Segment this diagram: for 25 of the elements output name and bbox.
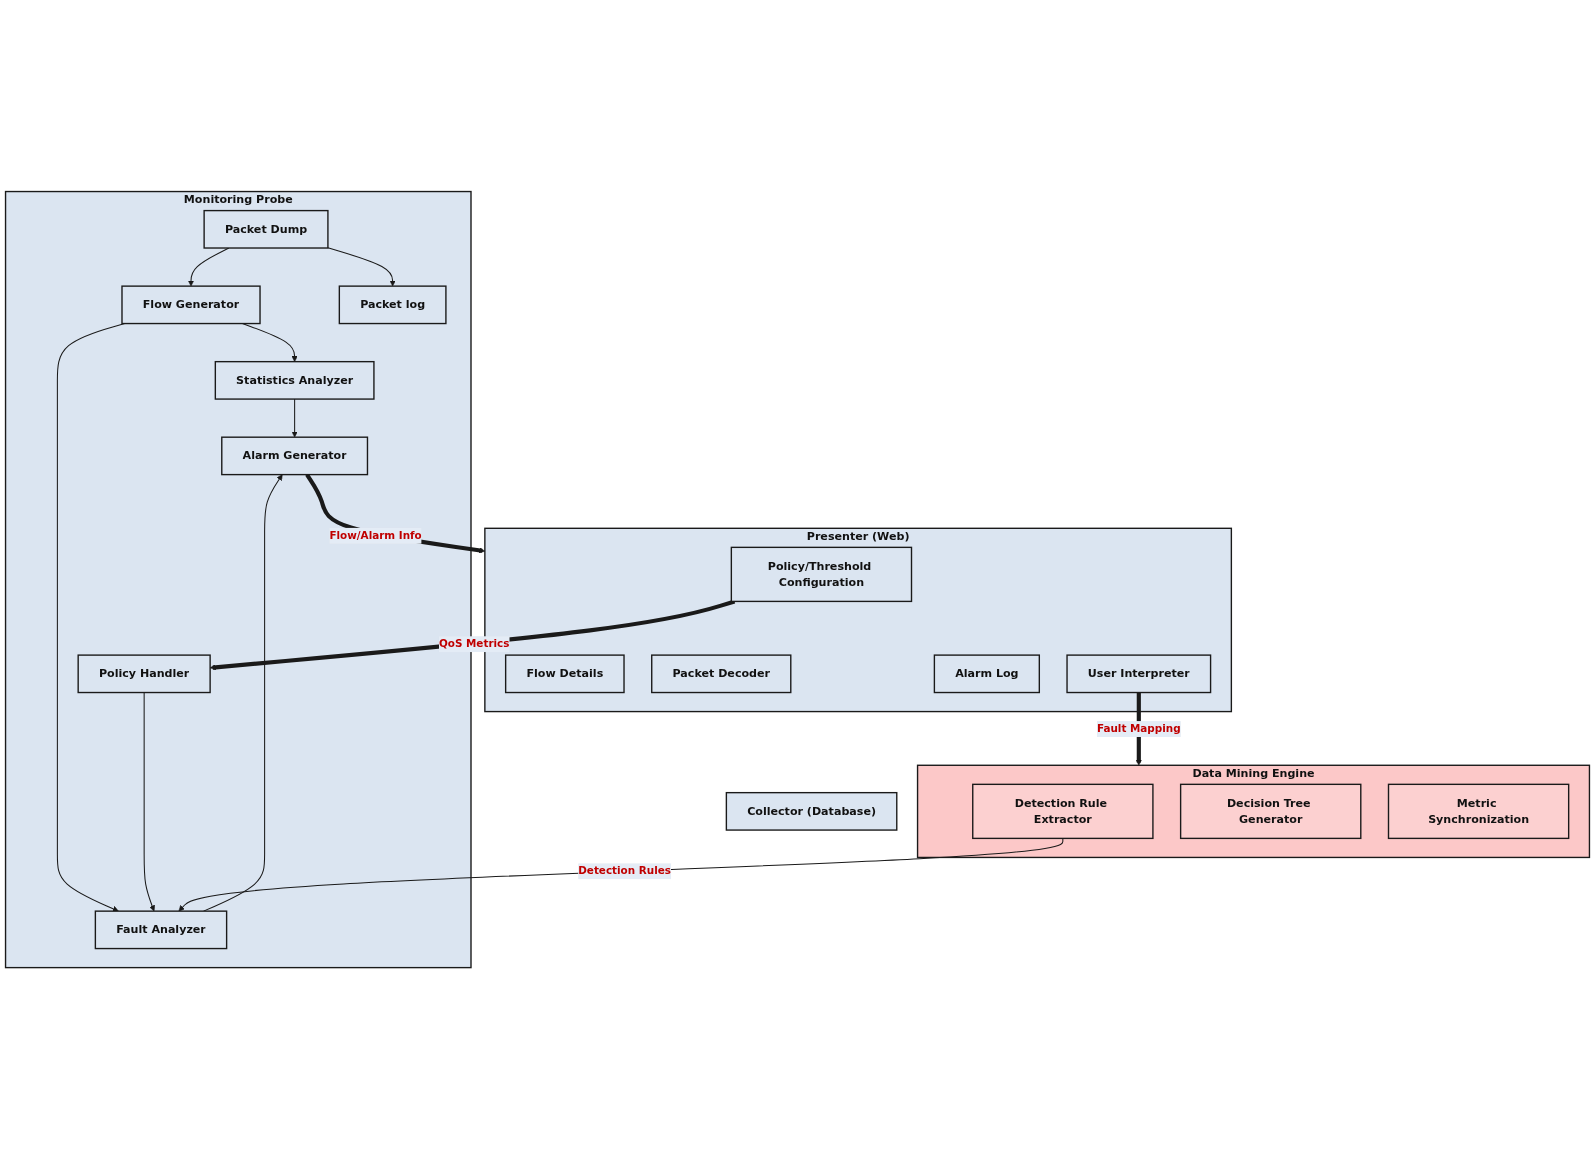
arrow [143, 692, 156, 912]
node-box: Detection Rule Extractor [972, 784, 1154, 840]
node-box: Collector (Database) [725, 792, 898, 832]
arrow [327, 247, 396, 287]
node-box: Flow Details [504, 654, 625, 694]
arrow [291, 398, 298, 438]
node-box: Alarm Log [933, 654, 1040, 694]
node-box: Policy/Threshold Configuration [730, 547, 913, 603]
arrow [203, 474, 283, 913]
node-box: User Interpreter [1066, 654, 1212, 694]
edge-label: Flow/Alarm Info [329, 529, 422, 543]
arrow [178, 838, 1064, 912]
node-box: Metric Synchronization [1387, 784, 1570, 840]
node-box: Packet Dump [203, 210, 329, 250]
node-box: Packet Decoder [651, 654, 792, 694]
node-box: Fault Analyzer [94, 910, 228, 950]
node-box: Statistics Analyzer [214, 361, 375, 401]
node-box: Packet log [338, 285, 447, 325]
edge-label: Fault Mapping [1096, 722, 1181, 736]
node-box: Decision Tree Generator [1179, 784, 1362, 840]
edge-label: Detection Rules [578, 865, 671, 878]
node-box: Flow Generator [121, 285, 261, 325]
node-box: Policy Handler [77, 654, 211, 694]
node-box: Alarm Generator [221, 436, 369, 476]
edge-label: QoS Metrics [438, 638, 510, 651]
